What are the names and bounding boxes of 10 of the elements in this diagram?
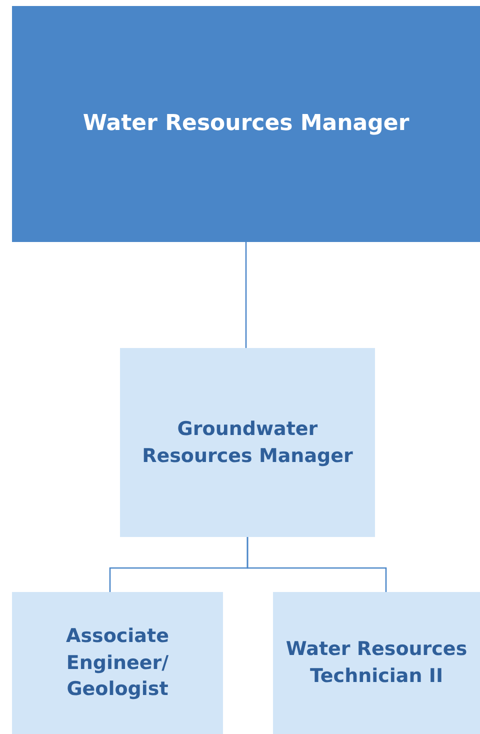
role-box	[12, 592, 223, 734]
connector-line	[245, 242, 247, 348]
role-title: Associate Engineer/ Geologist	[65, 624, 170, 702]
role-box	[120, 348, 375, 537]
connector-line	[246, 537, 387, 592]
role-box	[273, 592, 480, 734]
role-title: Water Resources Manager	[82, 110, 410, 138]
role-title: Water Resources Technician II	[284, 637, 468, 689]
top-role-box	[12, 6, 480, 242]
role-title: Groundwater Resources Manager	[141, 416, 354, 468]
